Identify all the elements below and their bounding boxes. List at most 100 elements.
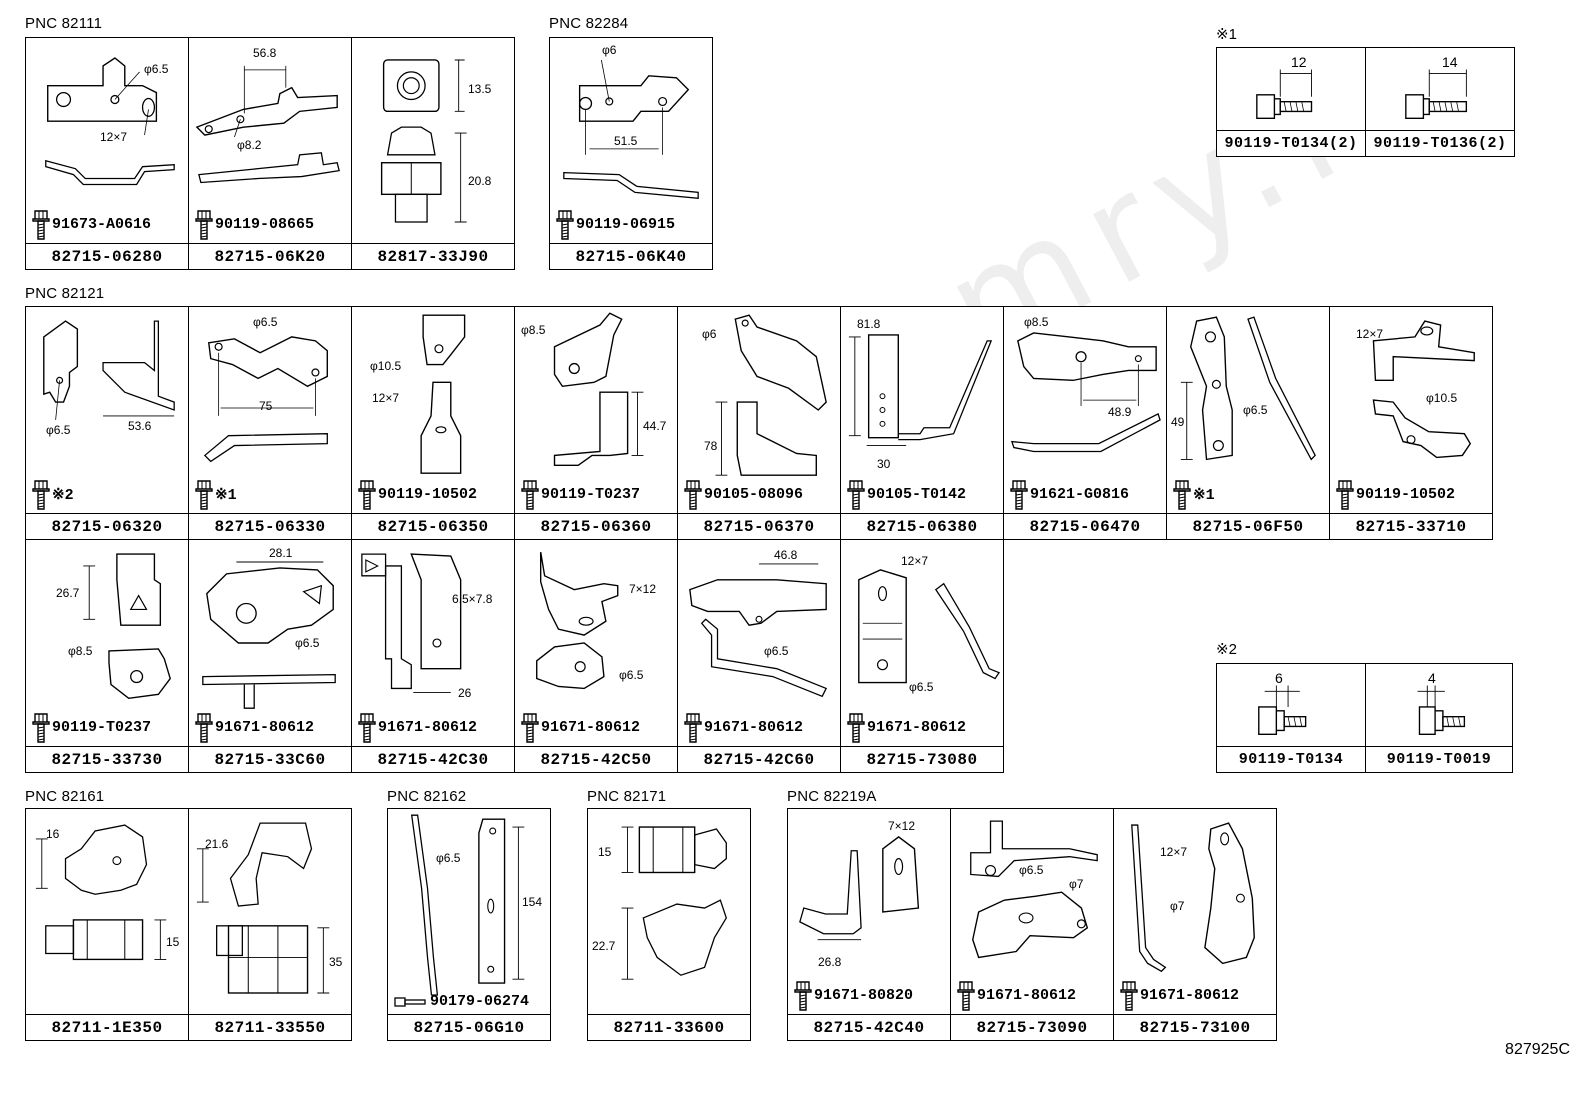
note-2-cell[interactable]: 6 90119-T0134 xyxy=(1216,663,1366,773)
part-number: 82715-33730 xyxy=(26,746,188,772)
bolt-part-number: 91671-80820 xyxy=(814,986,914,1004)
part-cell-82715-06360[interactable]: φ8.5 44.7 90119-T0237 82715-06360 xyxy=(514,306,678,540)
part-cell-82715-33710[interactable]: 12×7 φ10.5 90119-10502 82715-33710 xyxy=(1329,306,1493,540)
bolt-part[interactable]: 91671-80612 xyxy=(521,710,640,744)
part-cell-82711-1E350[interactable]: 16 15 82711-1E350 xyxy=(25,808,189,1041)
dim-label: 26.7 xyxy=(56,586,80,600)
bolt-part[interactable]: 90105-T0142 xyxy=(847,477,966,511)
bolt-part[interactable]: 90119-T0237 xyxy=(32,710,151,744)
part-number: 82711-1E350 xyxy=(26,1014,188,1040)
part-cell-82715-73100[interactable]: 12×7 φ7 91671-80612 82715-73100 xyxy=(1113,808,1277,1041)
bolt-part[interactable]: 91671-80820 xyxy=(794,978,913,1012)
note-1-cell[interactable]: 14 90119-T0136(2) xyxy=(1365,47,1515,157)
diagram-code: 827925C xyxy=(1505,1041,1570,1058)
bolt-icon xyxy=(521,477,539,511)
dim-label: 56.8 xyxy=(253,46,277,60)
part-cell-82715-06470[interactable]: φ8.5 48.9 91621-G0816 82715-06470 xyxy=(1003,306,1167,540)
dim-label: 12×7 xyxy=(100,130,128,144)
dim-label: 22.7 xyxy=(592,939,616,953)
part-number: 82715-42C50 xyxy=(515,746,677,772)
note-1-cell[interactable]: 12 90119-T0134(2) xyxy=(1216,47,1366,157)
part-number: 90119-T0136(2) xyxy=(1366,130,1514,156)
dim-label: 4 xyxy=(1428,670,1436,686)
bolt-part[interactable]: 90105-08096 xyxy=(684,477,803,511)
part-number: 82715-06K40 xyxy=(550,243,712,269)
dim-label: φ8.2 xyxy=(237,138,262,152)
part-cell-82715-06380[interactable]: 81.8 30 90105-T0142 82715-06380 xyxy=(840,306,1004,540)
bolt-part[interactable]: 90179-06274 xyxy=(394,993,529,1010)
bolt-icon xyxy=(521,710,539,744)
part-cell-82715-42C30[interactable]: 6.5×7.8 26 91671-80612 82715-42C30 xyxy=(351,539,515,773)
part-cell-82715-06280[interactable]: φ6.5 12×7 91673-A0616 82715-06280 xyxy=(25,37,189,270)
dim-label: 28.1 xyxy=(269,546,293,560)
bolt-part[interactable]: 90119-08665 xyxy=(195,207,314,241)
bolt-part[interactable]: ※1 xyxy=(195,477,237,511)
dim-label: φ7 xyxy=(1170,899,1185,913)
dim-label: 51.5 xyxy=(614,134,638,148)
bolt-part[interactable]: 90119-10502 xyxy=(358,477,477,511)
part-cell-82715-06G10[interactable]: φ6.5 154 90179-06274 82715-06G10 xyxy=(387,808,551,1041)
bolt-icon xyxy=(957,978,975,1012)
bolt-part[interactable]: 91621-G0816 xyxy=(1010,477,1129,511)
dim-label: φ6.5 xyxy=(1243,403,1268,417)
dim-label: 53.6 xyxy=(128,419,152,433)
part-cell-82715-06370[interactable]: φ6 78 90105-08096 82715-06370 xyxy=(677,306,841,540)
bolt-part[interactable]: 91671-80612 xyxy=(684,710,803,744)
dim-label: 26.8 xyxy=(818,955,842,969)
part-cell-82715-06K40[interactable]: φ6 51.5 90119-06915 82715-06K40 xyxy=(549,37,713,270)
part-cell-82711-33600[interactable]: 15 22.7 82711-33600 xyxy=(587,808,751,1041)
bolt-icon xyxy=(1010,477,1028,511)
part-cell-82715-06320[interactable]: φ6.5 53.6 ※2 82715-06320 xyxy=(25,306,189,540)
part-cell-82711-33550[interactable]: 21.6 35 82711-33550 xyxy=(188,808,352,1041)
bolt-part[interactable]: 90119-06915 xyxy=(556,207,675,241)
dim-label: φ6 xyxy=(602,43,617,57)
part-cell-82715-73080[interactable]: 12×7 φ6.5 91671-80612 82715-73080 xyxy=(840,539,1004,773)
bolt-part[interactable]: 91671-80612 xyxy=(1120,978,1239,1012)
part-cell-82715-06350[interactable]: φ10.5 12×7 90119-10502 82715-06350 xyxy=(351,306,515,540)
part-cell-82715-73090[interactable]: φ6.5 φ7 91671-80612 82715-73090 xyxy=(950,808,1114,1041)
part-cell-82715-06F50[interactable]: 49 φ6.5 ※1 82715-06F50 xyxy=(1166,306,1330,540)
bolt-part[interactable]: 91671-80612 xyxy=(957,978,1076,1012)
part-cell-82715-42C50[interactable]: 7×12 φ6.5 91671-80612 82715-42C50 xyxy=(514,539,678,773)
part-number: 82715-06280 xyxy=(26,243,188,269)
dim-label: 12 xyxy=(1291,54,1307,70)
dim-label: 15 xyxy=(166,935,180,949)
bolt-part-number: ※1 xyxy=(1193,486,1215,504)
bolt-part-number: 90119-T0237 xyxy=(52,718,152,736)
dim-label: 81.8 xyxy=(857,317,881,331)
part-number: 82715-06K20 xyxy=(189,243,351,269)
part-cell-82715-33C60[interactable]: 28.1 φ6.5 91671-80612 82715-33C60 xyxy=(188,539,352,773)
bolt-icon xyxy=(847,477,865,511)
bolt-part[interactable]: 90119-10502 xyxy=(1336,477,1455,511)
part-number: 82715-42C30 xyxy=(352,746,514,772)
part-number: 82715-33710 xyxy=(1330,513,1492,539)
note-2-title: ※2 xyxy=(1216,641,1237,658)
part-cell-82715-42C40[interactable]: 7×12 26.8 91671-80820 82715-42C40 xyxy=(787,808,951,1041)
bolt-part[interactable]: 91671-80612 xyxy=(358,710,477,744)
bolt-part[interactable]: ※2 xyxy=(32,477,74,511)
note-2-cell[interactable]: 4 90119-T0019 xyxy=(1365,663,1513,773)
bolt-part[interactable]: 91673-A0616 xyxy=(32,207,151,241)
bolt-icon xyxy=(556,207,574,241)
part-cell-82817-33J90[interactable]: 13.5 20.8 82817-33J90 xyxy=(351,37,515,270)
dim-label: φ10.5 xyxy=(1426,391,1458,405)
dim-label: 7×12 xyxy=(629,582,657,596)
bolt-part-number: 90105-08096 xyxy=(704,485,804,503)
part-cell-82715-06330[interactable]: φ6.5 75 ※1 82715-06330 xyxy=(188,306,352,540)
part-number: 82817-33J90 xyxy=(352,243,514,269)
dim-label: φ6.5 xyxy=(909,680,934,694)
part-cell-82715-33730[interactable]: 26.7 φ8.5 90119-T0237 82715-33730 xyxy=(25,539,189,773)
dim-label: 49 xyxy=(1171,415,1185,429)
bolt-part[interactable]: 91671-80612 xyxy=(847,710,966,744)
dim-label: 30 xyxy=(877,457,891,471)
bolt-icon xyxy=(358,710,376,744)
bolt-part[interactable]: 91671-80612 xyxy=(195,710,314,744)
part-cell-82715-06K20[interactable]: 56.8 φ8.2 90119-08665 82715-06K20 xyxy=(188,37,352,270)
note-1-title: ※1 xyxy=(1216,26,1237,43)
part-cell-82715-42C60[interactable]: 46.8 φ6.5 91671-80612 82715-42C60 xyxy=(677,539,841,773)
bolt-part[interactable]: 90119-T0237 xyxy=(521,477,640,511)
dim-label: 48.9 xyxy=(1108,405,1132,419)
part-number: 82715-06F50 xyxy=(1167,513,1329,539)
bolt-part[interactable]: ※1 xyxy=(1173,477,1215,511)
dim-label: 26 xyxy=(458,686,472,700)
